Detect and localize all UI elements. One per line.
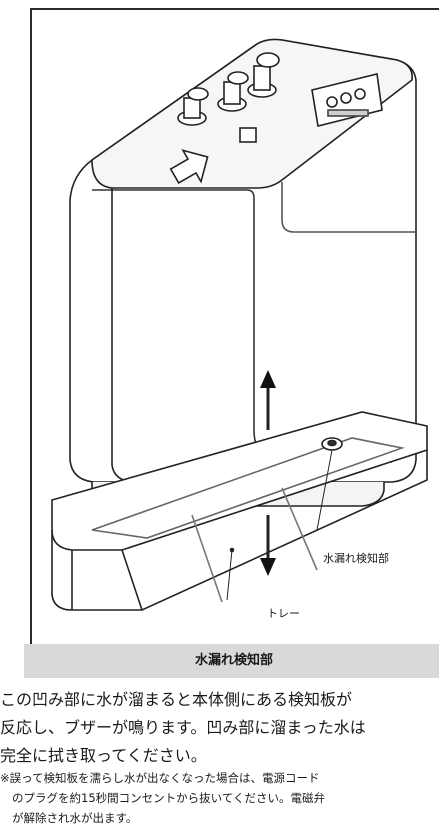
control-panel <box>311 73 383 127</box>
figure-frame: 水漏れ検知部 トレー <box>30 8 439 648</box>
tray-label: トレー <box>267 607 300 620</box>
water-connectors <box>177 52 280 126</box>
note-line: ※誤って検知板を濡らし水が出なくなった場合は、電源コード <box>0 771 320 785</box>
note-line: が解除され水が出ます。 <box>12 811 138 825</box>
sensor-leader-line <box>316 449 333 531</box>
leak-sensor-label: 水漏れ検知部 <box>323 552 389 565</box>
description-text: この凹み部に水が溜まると本体側にある検知板が 反応し、ブザーが鳴ります。凹み部に… <box>0 686 439 770</box>
device-illustration <box>51 38 428 611</box>
tray-illustration <box>51 411 428 611</box>
lower-down-arrow-icon <box>260 515 276 576</box>
unit-icon <box>239 127 257 143</box>
tray-leader-line <box>226 549 233 601</box>
unit-top-face <box>91 38 414 189</box>
lift-up-arrow-icon <box>260 370 276 430</box>
description-line: この凹み部に水が溜まると本体側にある検知板が <box>0 690 353 709</box>
note-line: のプラグを約15秒間コンセントから抜いてください。電磁弁 <box>12 791 325 805</box>
section-title: 水漏れ検知部 <box>24 644 439 678</box>
description-line: 完全に拭き取ってください。 <box>0 746 207 765</box>
direction-arrow-icon <box>169 149 209 185</box>
description-line: 反応し、ブザーが鳴ります。凹み部に溜まった水は <box>0 718 366 737</box>
note-text: ※誤って検知板を濡らし水が出なくなった場合は、電源コード のプラグを約15秒間コ… <box>0 768 439 828</box>
